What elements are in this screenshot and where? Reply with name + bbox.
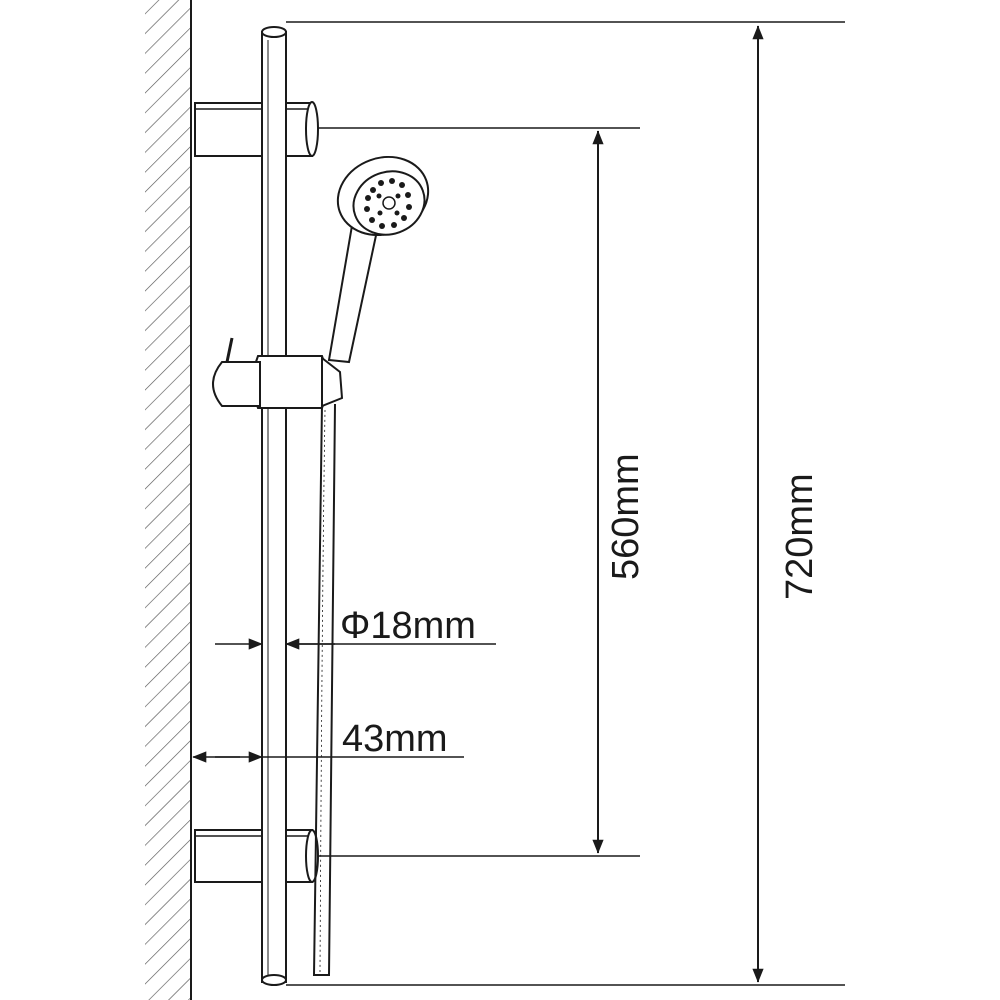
adjust-knob — [212, 361, 261, 407]
extension-lines — [286, 21, 845, 986]
dimension-rail-diameter: Φ18mm — [215, 605, 496, 650]
rail-diameter-label: Φ18mm — [340, 605, 476, 647]
bracket-spacing-label: 560mm — [605, 453, 647, 580]
slide-rail — [261, 26, 287, 986]
sliding-holder — [212, 337, 344, 409]
lower-wall-bracket — [194, 829, 319, 883]
wall-hatching — [145, 0, 191, 1000]
shower-head-nozzles — [364, 178, 412, 229]
total-height-label: 720mm — [779, 473, 821, 600]
shower-hose — [312, 403, 336, 976]
hand-shower — [327, 155, 430, 364]
dimension-wall-offset: 43mm — [192, 718, 464, 763]
dimension-bracket-spacing: 560mm — [592, 130, 647, 854]
knob-lever — [225, 337, 234, 363]
wall-offset-label: 43mm — [342, 718, 448, 760]
dimension-total-height: 720mm — [752, 25, 821, 983]
hand-shower-handle — [327, 212, 380, 364]
upper-wall-bracket — [194, 101, 319, 157]
wall — [145, 0, 192, 1000]
